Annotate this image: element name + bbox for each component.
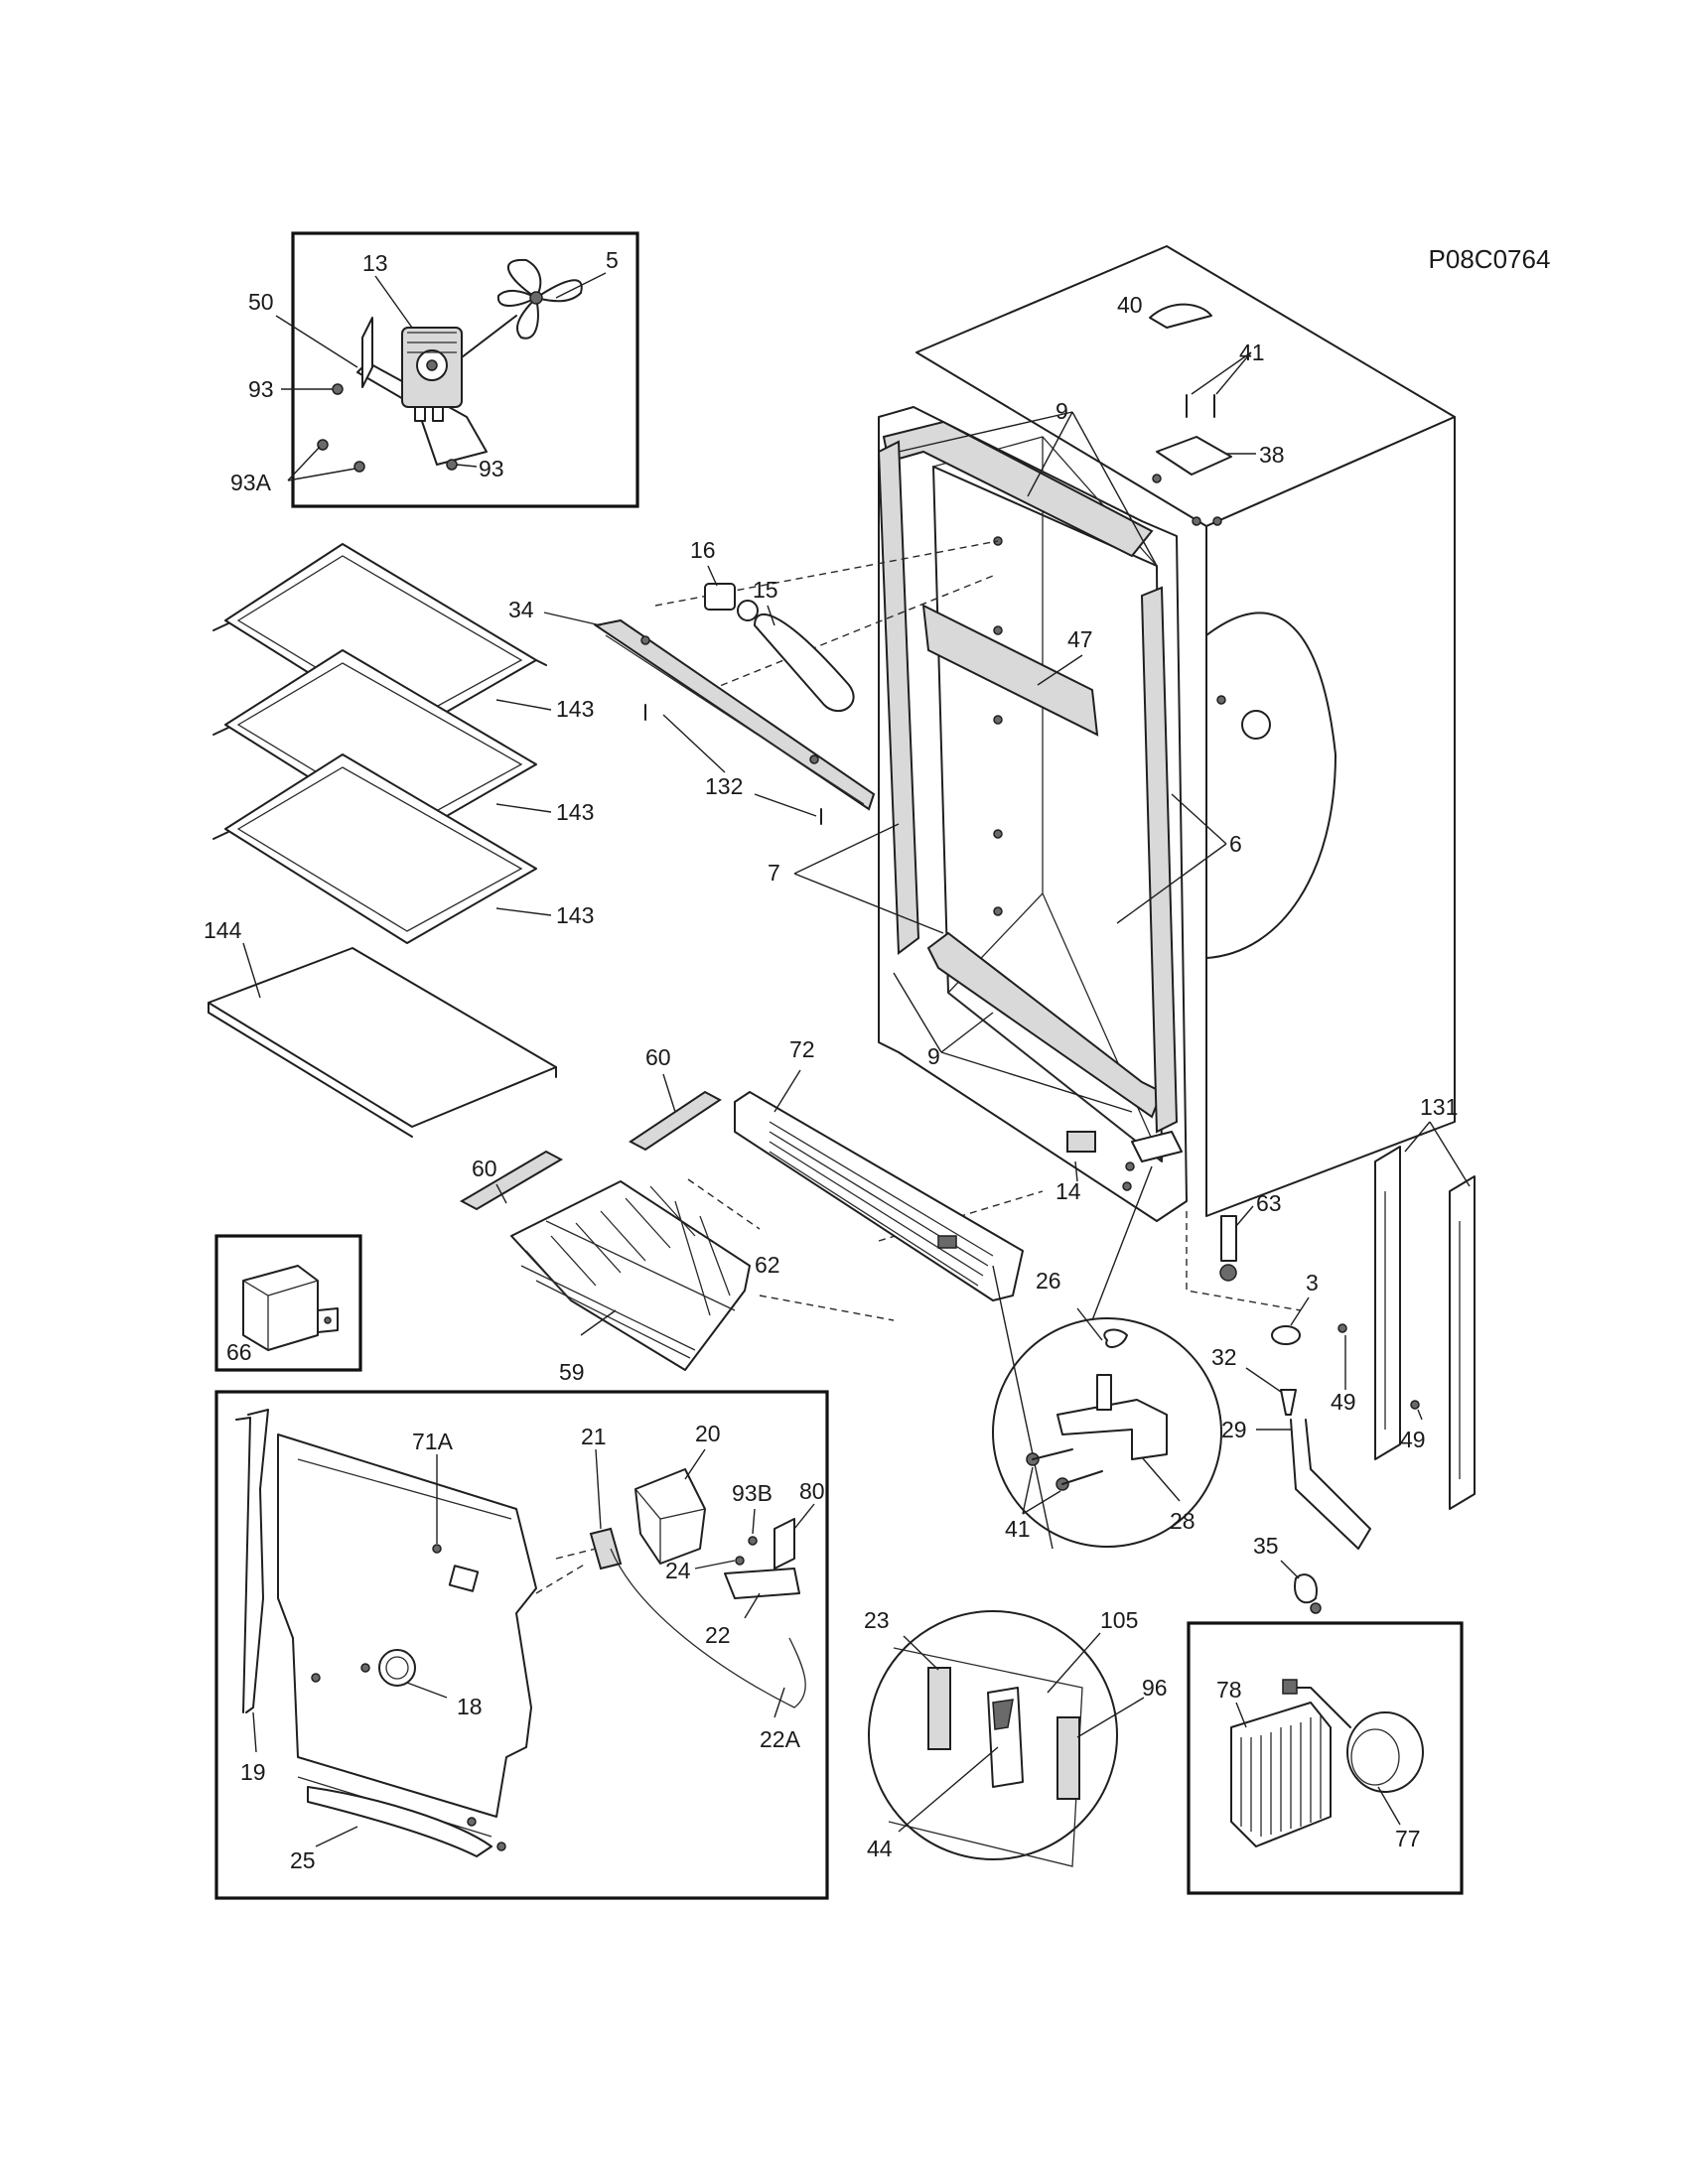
- callout-6: 6: [1229, 831, 1242, 857]
- callout-93-lower: 93: [479, 456, 504, 481]
- callout-29: 29: [1221, 1417, 1247, 1442]
- fan-motor-inset: 50 13 5 93 93A 93: [230, 231, 639, 508]
- callout-22: 22: [705, 1622, 731, 1648]
- back-panel: [1205, 612, 1336, 959]
- callout-41-bottom: 41: [1005, 1516, 1031, 1542]
- inset-77-78: 78 77: [1187, 1621, 1464, 1895]
- callout-23: 23: [864, 1607, 890, 1633]
- callout-14: 14: [1055, 1178, 1081, 1204]
- callout-132: 132: [705, 773, 743, 799]
- fan-blade: [496, 258, 583, 340]
- callout-93-upper: 93: [248, 376, 274, 402]
- control-inset: 71A 21 20 93B 80 24 22 22A 18 19 25: [214, 1390, 829, 1900]
- diffuser-18: [378, 1649, 416, 1687]
- callout-144: 144: [204, 917, 242, 943]
- callout-15: 15: [753, 577, 778, 603]
- callout-143-c: 143: [556, 902, 594, 928]
- callout-78: 78: [1216, 1677, 1242, 1703]
- callout-28: 28: [1170, 1508, 1196, 1534]
- callout-93A: 93A: [230, 470, 272, 495]
- callout-13: 13: [362, 250, 388, 276]
- wire-shelves: 143 143 143 144: [204, 543, 594, 1138]
- gasket-left: [877, 440, 920, 955]
- callout-9-top: 9: [1055, 398, 1068, 424]
- callout-41-top: 41: [1239, 340, 1265, 365]
- rail-left: [1374, 1146, 1401, 1460]
- thermostat-21: [589, 1527, 623, 1570]
- hinge-cover: [1149, 303, 1212, 329]
- callout-35: 35: [1253, 1533, 1279, 1559]
- callout-49-left: 49: [1331, 1389, 1356, 1415]
- callout-7: 7: [768, 860, 780, 886]
- air-duct-panel: [277, 1433, 537, 1818]
- callout-40: 40: [1117, 292, 1143, 318]
- callout-143-a: 143: [556, 696, 594, 722]
- callout-49-right: 49: [1400, 1427, 1426, 1452]
- light-assembly: 34 16 15 132: [508, 537, 876, 825]
- callout-105: 105: [1100, 1607, 1138, 1633]
- inset-66: 66: [214, 1234, 362, 1372]
- callout-22A: 22A: [760, 1726, 801, 1752]
- callout-66: 66: [226, 1339, 252, 1365]
- callout-9-bottom: 9: [927, 1043, 940, 1069]
- wire-basket: [510, 1180, 751, 1371]
- callout-5: 5: [606, 247, 619, 273]
- callout-62: 62: [755, 1252, 780, 1278]
- callout-131: 131: [1420, 1094, 1458, 1120]
- sensor-22: [724, 1568, 800, 1599]
- callout-77: 77: [1395, 1826, 1421, 1851]
- leveling-leg: [1290, 1419, 1371, 1550]
- light-switch-96: [1056, 1716, 1080, 1800]
- callout-96: 96: [1142, 1675, 1168, 1701]
- callout-80: 80: [799, 1478, 825, 1504]
- callout-34: 34: [508, 597, 534, 622]
- light-switch-23: [927, 1667, 951, 1750]
- knob-77: [1346, 1711, 1424, 1793]
- hinge-detail-circle: [992, 1317, 1222, 1548]
- callout-60-upper: 60: [645, 1044, 671, 1070]
- callout-19: 19: [240, 1759, 266, 1785]
- callout-26: 26: [1036, 1268, 1061, 1294]
- callout-38: 38: [1259, 442, 1285, 468]
- callout-50: 50: [248, 289, 274, 315]
- seal-19: [245, 1409, 269, 1713]
- shelf-144: [208, 947, 557, 1138]
- light-socket: [704, 583, 736, 611]
- callout-21: 21: [581, 1424, 607, 1449]
- callout-3: 3: [1306, 1270, 1319, 1296]
- callout-32: 32: [1211, 1344, 1237, 1370]
- callout-24: 24: [665, 1558, 691, 1583]
- rail-right: [1449, 1175, 1476, 1510]
- callout-93B: 93B: [732, 1480, 773, 1506]
- callout-71A: 71A: [412, 1429, 454, 1454]
- diagram-id: P08C0764: [1429, 244, 1551, 274]
- shelf-support-47: [921, 604, 1099, 737]
- callout-25: 25: [290, 1847, 316, 1873]
- callout-72: 72: [789, 1036, 815, 1062]
- bottom-hinge: [1056, 1399, 1168, 1460]
- bottom-hinge-area: 14 63 3 32 29 35 26 41 28: [992, 1094, 1476, 1614]
- callout-59: 59: [559, 1359, 585, 1385]
- switch-14: [1066, 1131, 1096, 1153]
- shelf-3: [212, 753, 537, 944]
- callout-143-b: 143: [556, 799, 594, 825]
- bracket-80: [774, 1518, 795, 1570]
- top-hinge: [1156, 436, 1232, 476]
- callout-16: 16: [690, 537, 716, 563]
- switch-detail: 23 105 96 44: [864, 1607, 1168, 1867]
- callout-18: 18: [457, 1694, 483, 1719]
- gasket-right: [1140, 586, 1179, 1134]
- freezer-cabinet: 9 9 7 6 47 40 41 38: [654, 245, 1456, 1311]
- basket-and-grille: 60 60 72 59 62: [459, 1036, 1054, 1550]
- callout-47: 47: [1067, 626, 1093, 652]
- callout-60-lower: 60: [472, 1156, 497, 1181]
- callout-63: 63: [1256, 1190, 1282, 1216]
- light-bulb: [754, 613, 855, 712]
- basket-guide-lower: [459, 1150, 564, 1211]
- callout-20: 20: [695, 1421, 721, 1446]
- callout-44: 44: [867, 1836, 893, 1861]
- basket-guide-upper: [629, 1090, 722, 1152]
